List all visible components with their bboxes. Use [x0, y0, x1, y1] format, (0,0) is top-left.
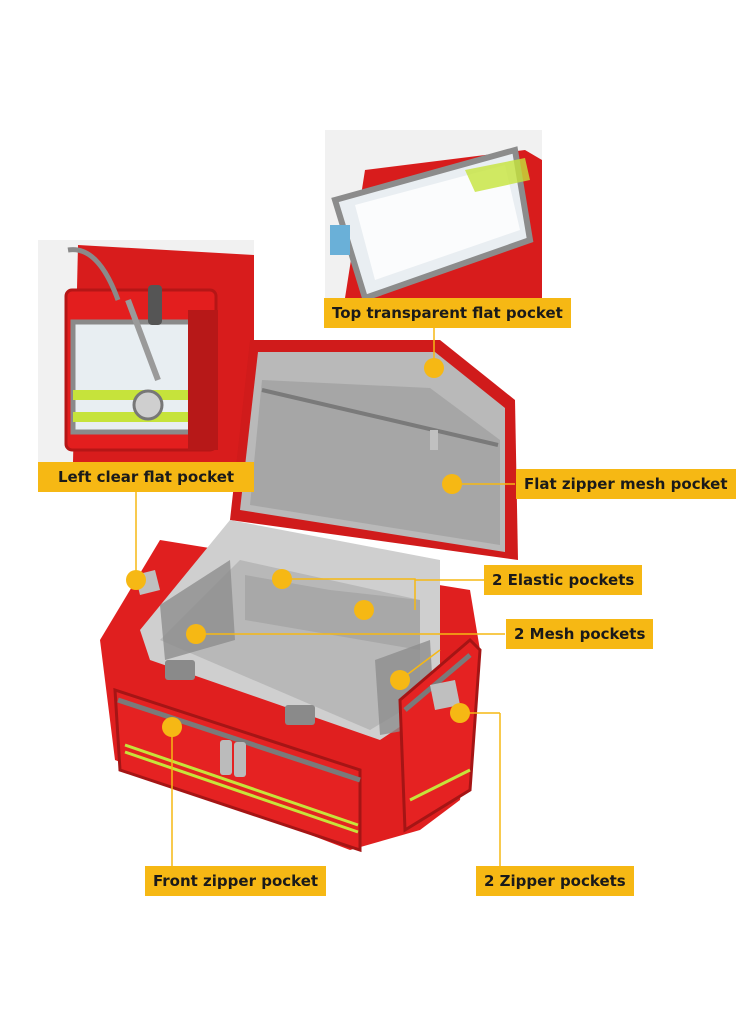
left-pocket-illustration	[38, 240, 254, 462]
label-top-transparent-flat-pocket: Top transparent flat pocket	[324, 298, 571, 328]
label-front-zipper-pocket: Front zipper pocket	[145, 866, 327, 896]
callout-dots	[126, 358, 470, 737]
mesh-panel	[250, 380, 500, 545]
inset-left-pocket-photo	[38, 240, 254, 462]
elastic-pocket-panel	[245, 575, 420, 650]
label-left-clear-flat-pocket: Left clear flat pocket	[38, 462, 254, 492]
side-pocket	[398, 637, 482, 833]
label-mesh-pockets: 2 Mesh pockets	[506, 619, 654, 649]
inset-top-pocket-photo	[325, 130, 542, 298]
label-flat-zipper-mesh-pocket: Flat zipper mesh pocket	[516, 469, 736, 499]
label-elastic-pockets: 2 Elastic pockets	[484, 565, 643, 595]
label-zipper-pockets: 2 Zipper pockets	[476, 866, 634, 896]
mesh-pocket-left	[160, 560, 235, 660]
top-pocket-illustration	[325, 130, 542, 298]
